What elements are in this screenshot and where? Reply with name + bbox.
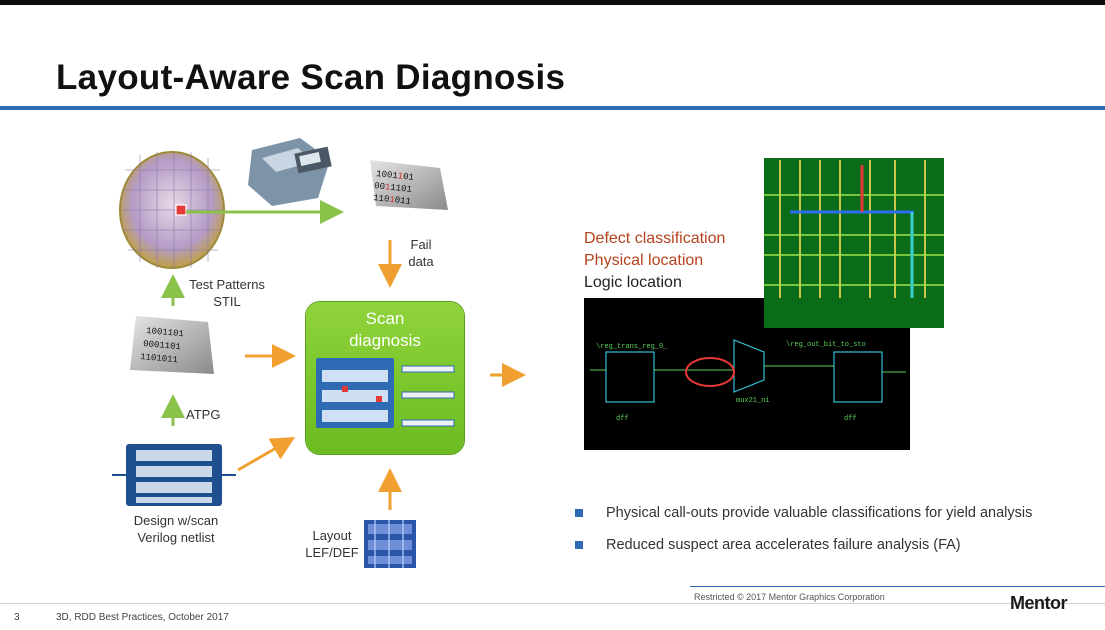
bullet-list: Physical call-outs provide valuable clas… [574, 503, 1064, 567]
svg-text:\reg_out_bit_to_sto: \reg_out_bit_to_sto [786, 341, 866, 349]
defect-classification-label: Defect classification [584, 230, 726, 247]
svg-text:mux21_ni: mux21_ni [736, 397, 770, 405]
wafer-icon [119, 151, 225, 269]
svg-text:0001101: 0001101 [143, 339, 182, 352]
svg-text:1101011: 1101011 [140, 352, 179, 365]
tester-machine-icon [248, 138, 332, 206]
bullet-square-icon [575, 509, 583, 517]
bullet-item: Physical call-outs provide valuable clas… [574, 503, 1064, 523]
physical-location-label: Physical location [584, 252, 704, 269]
bullet-item: Reduced suspect area accelerates failure… [574, 535, 1064, 555]
footer-text: 3D, RDD Best Practices, October 2017 [56, 612, 229, 623]
page-number: 3 [14, 612, 20, 623]
svg-text:\reg_trans_reg_0_: \reg_trans_reg_0_ [596, 343, 668, 351]
title-underline [0, 106, 1105, 110]
test-patterns-label: Test Patterns STIL [189, 277, 265, 309]
scan-chain-icon [316, 358, 455, 428]
layout-label: Layout LEF/DEF [305, 528, 359, 560]
logic-location-label: Logic location [584, 274, 682, 291]
bullet-text: Physical call-outs provide valuable clas… [606, 505, 1033, 521]
svg-text:dff: dff [844, 415, 857, 423]
layout-lefdef-icon [364, 520, 416, 568]
callout-legend: Defect classification Physical location … [584, 228, 725, 294]
logic-schematic-image: \reg_trans_reg_0_ \reg_out_bit_to_sto df… [584, 298, 944, 450]
fail-data-label: Fail data [408, 237, 434, 269]
svg-text:1001101: 1001101 [376, 169, 415, 183]
atpg-label: ATPG [186, 407, 221, 422]
bullet-square-icon [575, 541, 583, 549]
svg-text:1001101: 1001101 [146, 326, 185, 339]
copyright-text: Restricted © 2017 Mentor Graphics Corpor… [694, 592, 885, 602]
slide-title: Layout-Aware Scan Diagnosis [56, 58, 566, 97]
svg-text:0011101: 0011101 [374, 181, 413, 195]
scan-diagnosis-label: Scan diagnosis [349, 309, 421, 350]
svg-text:1101011: 1101011 [373, 193, 412, 207]
netlist-chip-icon [112, 444, 236, 506]
footer-divider [690, 586, 1105, 587]
top-border [0, 0, 1105, 5]
design-label: Design w/scan Verilog netlist [133, 513, 219, 545]
test-pattern-sheet-icon: 1001101 0001101 1101011 [130, 316, 214, 374]
footer-line [0, 603, 1105, 604]
fail-data-sheet-icon: 1001101 0011101 1101011 [370, 160, 448, 210]
mentor-logo: Mentor [1010, 593, 1068, 613]
bullet-text: Reduced suspect area accelerates failure… [606, 537, 961, 553]
scan-diagnosis-box: Scan diagnosis [306, 302, 464, 454]
svg-text:dff: dff [616, 415, 629, 423]
